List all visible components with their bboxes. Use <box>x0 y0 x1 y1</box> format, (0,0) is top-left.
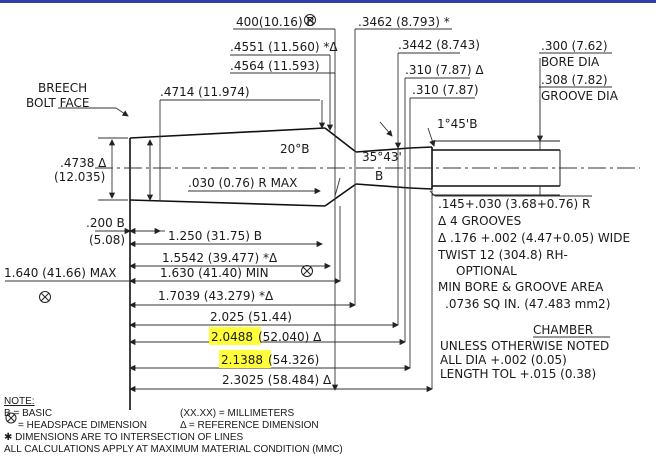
headspace-symbol <box>301 265 313 277</box>
rifling-line-2: Δ 4 GROOVES <box>438 214 521 228</box>
rifling-line-4: TWIST 12 (304.8) RH- <box>437 248 568 262</box>
chamber-title: CHAMBER <box>533 323 593 337</box>
angle-1-45: 1°45'B <box>437 117 477 131</box>
dim-20488-rest: (52.040) Δ <box>258 330 322 344</box>
chamber-note-3: LENGTH TOL +.015 (0.38) <box>440 367 596 381</box>
dim-17039: 1.7039 (43.279) *Δ <box>158 289 274 303</box>
highlight-20488 <box>209 327 261 345</box>
dim-4564: .4564 (11.593) <box>230 59 320 73</box>
dim-21388-rest: (54.326) <box>268 353 319 367</box>
rifling-line-6: MIN BORE & GROOVE AREA <box>438 280 604 294</box>
top-dimension-leaders <box>146 28 544 391</box>
note-reference: Δ = REFERENCE DIMENSION <box>180 420 319 431</box>
rifling-line-3: Δ .176 +.002 (4.47+0.05) WIDE <box>438 231 630 245</box>
dim-3442: .3442 (8.743) <box>398 38 480 52</box>
dim-400: 400(10.16) B <box>236 15 315 29</box>
chamber-note-2: ALL DIA +.002 (0.05) <box>440 353 567 367</box>
dim-2025: 2.025 (51.44) <box>210 310 292 324</box>
rifling-line-5: OPTIONAL <box>456 264 517 278</box>
breech-label-2: BOLT FACE <box>26 96 89 110</box>
angle-20: 20°B <box>280 142 310 156</box>
note-millimeters: (XX.XX) = MILLIMETERS <box>180 408 295 419</box>
angle-basic-b: B <box>375 169 383 183</box>
chamber-note-1: UNLESS OTHERWISE NOTED <box>440 339 609 353</box>
dim-1630: 1.630 (41.40) MIN <box>160 266 269 280</box>
groove-dia-value: .308 (7.82) <box>541 73 608 87</box>
headspace-symbol <box>39 291 51 303</box>
highlight-21388 <box>219 350 271 368</box>
dim-4738: .4738 Δ <box>60 156 107 170</box>
dim-20488-highlighted: 2.0488 <box>211 330 253 344</box>
dim-21388-highlighted: 2.1388 <box>221 353 263 367</box>
dim-200: .200 B <box>86 216 125 230</box>
breech-label-1: BREECH <box>38 81 87 95</box>
rifling-line-1: .145+.030 (3.68+0.76) R <box>438 197 590 211</box>
notes-title: NOTE: <box>4 396 35 407</box>
top-accent-bar <box>0 0 656 3</box>
radius-max: .030 (0.76) R MAX <box>188 176 297 190</box>
dim-508: (5.08) <box>89 233 125 247</box>
angle-35-43: 35°43' <box>362 150 402 164</box>
note-mmc: ALL CALCULATIONS APPLY AT MAXIMUM MATERI… <box>4 444 343 455</box>
dim-310: .310 (7.87) <box>412 83 479 97</box>
dim-310-ref: .310 (7.87) Δ <box>405 63 484 77</box>
breech-leader <box>58 107 129 117</box>
headspace-symbol <box>5 412 17 424</box>
note-basic: B = BASIC <box>4 408 52 419</box>
bottom-dimension-lines <box>5 148 592 393</box>
dim-1640: 1.640 (41.66) MAX <box>4 266 116 280</box>
note-headspace: = HEADSPACE DIMENSION <box>18 420 147 431</box>
bore-dia-value: .300 (7.62) <box>541 39 608 53</box>
groove-dia-label: GROOVE DIA <box>541 89 619 103</box>
headspace-symbol <box>304 14 316 26</box>
dim-3462: .3462 (8.793) * <box>358 15 450 29</box>
note-intersection: ✱ DIMENSIONS ARE TO INTERSECTION OF LINE… <box>4 432 243 443</box>
dim-15542: 1.5542 (39.477) *Δ <box>162 251 278 265</box>
rifling-line-7: .0736 SQ IN. (47.483 mm2) <box>445 297 610 311</box>
dim-23025: 2.3025 (58.484) Δ <box>222 373 332 387</box>
dim-12035: (12.035) <box>54 170 105 184</box>
dim-4714: .4714 (11.974) <box>160 85 250 99</box>
bore-dia-label: BORE DIA <box>541 55 600 69</box>
dim-1250: 1.250 (31.75) B <box>168 229 262 243</box>
dim-4551: .4551 (11.560) *Δ <box>230 40 338 54</box>
